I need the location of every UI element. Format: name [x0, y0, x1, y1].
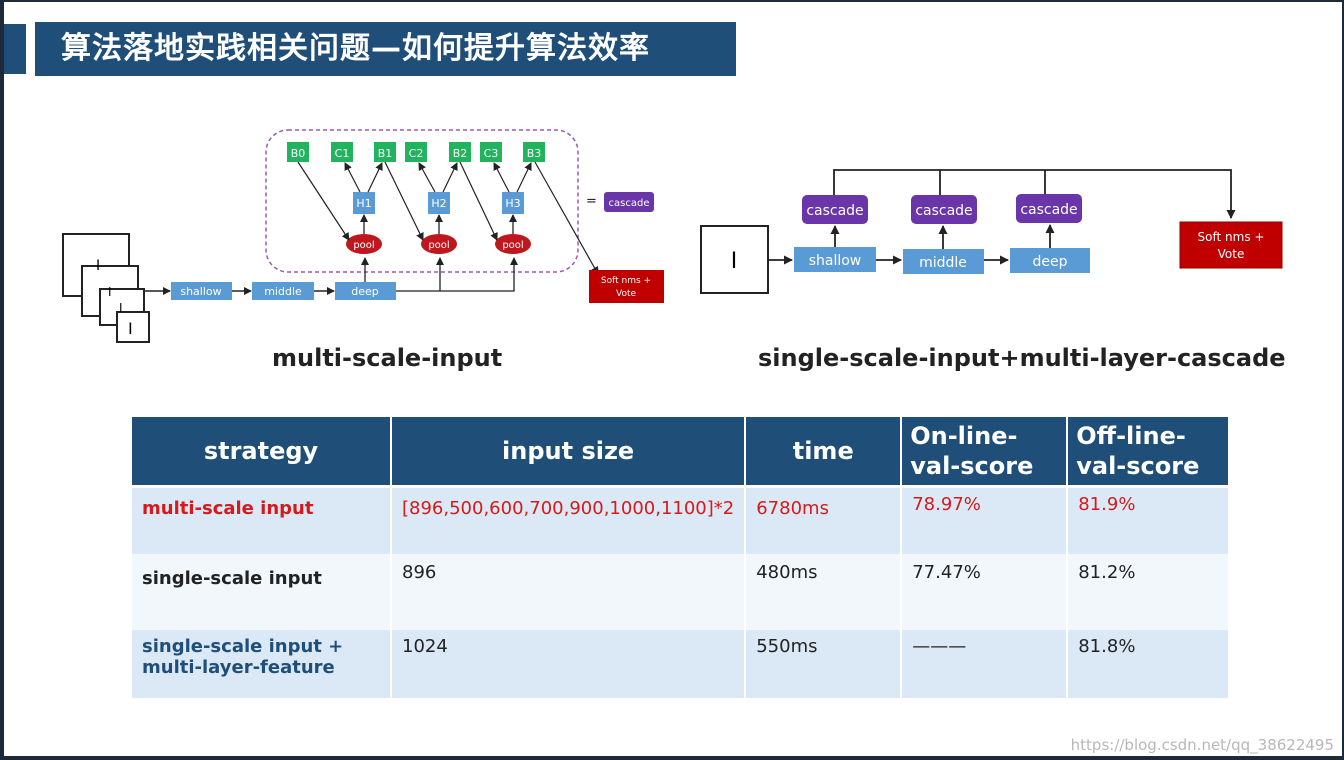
- right-stage-deep-label: deep: [1033, 254, 1068, 270]
- input-label-1: I: [96, 258, 100, 274]
- header-time: time: [746, 417, 901, 488]
- input-label-2: I: [108, 285, 112, 299]
- right-soft-nms-vote-box: [1179, 221, 1283, 269]
- input-label-3: I: [119, 301, 123, 315]
- right-stage-shallow: [794, 247, 876, 272]
- h-node-2-label: H2: [431, 197, 446, 210]
- stage-shallow-label: shallow: [180, 285, 221, 298]
- table-header-row: strategy input size time On-line- val-sc…: [132, 417, 1229, 488]
- h-node-2: [428, 192, 450, 214]
- c-node-1: [331, 142, 353, 162]
- b-node-0-label: B0: [291, 147, 306, 160]
- cascade-3: [1016, 194, 1082, 223]
- cell-time: 6780ms: [746, 488, 901, 554]
- single-input-label: I: [731, 249, 738, 274]
- cell-online: 78.97%: [902, 488, 1067, 554]
- b-node-2: [449, 142, 471, 162]
- stage-middle-label: middle: [264, 285, 302, 298]
- cell-offline: 81.9%: [1068, 488, 1229, 554]
- cell-strategy: single-scale input + multi-layer-feature: [132, 630, 390, 698]
- cell-strategy-line2: multi-layer-feature: [142, 657, 335, 678]
- table-row: single-scale input + multi-layer-feature…: [132, 630, 1229, 698]
- cell-online: ———: [902, 630, 1067, 698]
- pool-1-label: pool: [353, 240, 374, 251]
- cell-offline: 81.8%: [1068, 630, 1229, 698]
- c-node-3-label: C3: [484, 147, 499, 160]
- single-input-image: [700, 225, 769, 294]
- h-node-3-label: H3: [505, 197, 520, 210]
- cell-time: 550ms: [746, 630, 901, 698]
- soft-nms-vote-box: [589, 270, 664, 303]
- header-offline-score: Off-line- val-score: [1068, 417, 1229, 488]
- cell-input-size: 896: [392, 554, 745, 630]
- table-row: multi-scale input [896,500,600,700,900,1…: [132, 488, 1229, 554]
- cell-strategy: single-scale input: [132, 554, 390, 630]
- c-node-1-label: C1: [335, 147, 350, 160]
- h-node-1: [353, 192, 375, 214]
- header-offline-line1: Off-line-: [1076, 422, 1186, 450]
- title-accent-bar: [4, 24, 26, 74]
- right-stage-shallow-label: shallow: [809, 253, 862, 269]
- cell-offline: 81.2%: [1068, 554, 1229, 630]
- cascade-diagram: I shallow middle deep cascade cascade ca…: [700, 169, 1283, 294]
- stage-middle: [252, 282, 314, 300]
- right-stage-middle: [903, 249, 984, 274]
- b-node-0: [287, 142, 309, 162]
- cell-time: 480ms: [746, 554, 901, 630]
- stage-shallow: [171, 282, 232, 300]
- pool-2-label: pool: [428, 240, 449, 251]
- cascade-legend-label: cascade: [609, 198, 650, 209]
- h-node-1-label: H1: [356, 197, 371, 210]
- soft-nms-line2: Vote: [616, 289, 636, 299]
- b-node-3: [523, 142, 545, 162]
- c-node-2: [405, 142, 427, 162]
- right-stage-middle-label: middle: [919, 255, 967, 271]
- c-node-3: [480, 142, 502, 162]
- header-online-line1: On-line-: [910, 422, 1018, 450]
- cell-online: 77.47%: [902, 554, 1067, 630]
- b-node-1-label: B1: [378, 147, 393, 160]
- stage-deep-label: deep: [351, 285, 379, 298]
- input-label-4: I: [128, 319, 133, 338]
- header-online-score: On-line- val-score: [902, 417, 1067, 488]
- watermark: https://blog.csdn.net/qq_38622495: [1070, 736, 1334, 754]
- cascade-1: [802, 195, 868, 224]
- header-offline-line2: val-score: [1076, 452, 1200, 480]
- cascade-legend: [604, 192, 654, 212]
- cell-input-size: [896,500,600,700,900,1000,1100]*2: [392, 488, 745, 554]
- b-node-3-label: B3: [527, 147, 542, 160]
- cascade-1-label: cascade: [806, 203, 863, 219]
- header-input-size: input size: [392, 417, 745, 488]
- input-image-4: [116, 311, 150, 343]
- left-caption: multi-scale-input: [272, 344, 503, 372]
- h-node-3: [502, 192, 524, 214]
- cascade-region: [265, 129, 579, 273]
- right-stage-deep: [1010, 248, 1090, 273]
- b-node-2-label: B2: [453, 147, 468, 160]
- right-soft-nms-line1: Soft nms +: [1198, 230, 1265, 244]
- cell-input-size: 1024: [392, 630, 745, 698]
- pool-3-label: pool: [502, 240, 523, 251]
- right-caption: single-scale-input+multi-layer-cascade: [758, 344, 1286, 372]
- cascade-3-label: cascade: [1020, 202, 1077, 218]
- cascade-2-label: cascade: [915, 203, 972, 219]
- pool-3: [495, 234, 531, 254]
- legend-equals: =: [586, 194, 597, 209]
- b-node-1: [374, 142, 396, 162]
- cascade-2: [911, 195, 977, 224]
- header-strategy: strategy: [132, 417, 390, 488]
- pool-2: [421, 234, 457, 254]
- soft-nms-line1: Soft nms +: [601, 276, 651, 286]
- right-soft-nms-line2: Vote: [1218, 247, 1245, 261]
- header-online-line2: val-score: [910, 452, 1034, 480]
- results-table: strategy input size time On-line- val-sc…: [130, 417, 1230, 698]
- cell-strategy: multi-scale input: [132, 488, 390, 554]
- c-node-2-label: C2: [409, 147, 424, 160]
- multi-scale-diagram: I I I I shallow middle deep pool pool po…: [62, 129, 664, 343]
- stage-deep: [335, 282, 396, 300]
- pool-1: [346, 234, 382, 254]
- cell-strategy-line1: single-scale input +: [142, 636, 344, 657]
- slide-title: 算法落地实践相关问题—如何提升算法效率: [35, 22, 736, 76]
- table-row: single-scale input 896 480ms 77.47% 81.2…: [132, 554, 1229, 630]
